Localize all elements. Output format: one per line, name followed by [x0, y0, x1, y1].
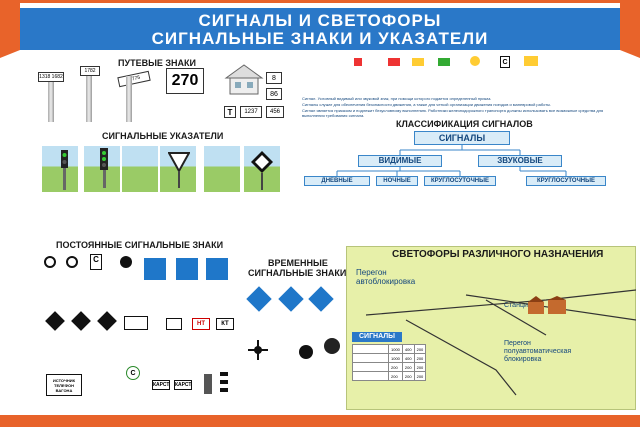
legend-red — [354, 58, 362, 66]
track-post-1-pole — [48, 82, 54, 122]
intro-line3: Сигнал является приказом и подлежит безу… — [302, 108, 604, 118]
t-sign: Т — [224, 106, 236, 118]
track-post-2-pole — [86, 76, 92, 122]
perm-round-sign-1 — [44, 256, 56, 268]
indicator-traffic-light-1 — [61, 150, 68, 190]
temp-sign-3 — [308, 286, 334, 312]
perm-blue-sign-1 — [144, 258, 166, 280]
perm-info-plate: ИСТОЧНИК ТЕЛЕФОН ВАГОНА — [46, 374, 82, 396]
legend-disc — [470, 56, 480, 66]
perm-round-sign-2 — [66, 256, 78, 268]
house-icon — [224, 64, 264, 95]
temp-cross-sign — [248, 340, 268, 360]
perm-black-circle — [120, 256, 132, 268]
map-semi-auto-label: Перегон полуавтоматическая блокировка — [504, 340, 572, 363]
section-temp-signs-line1: ВРЕМЕННЫЕ — [268, 258, 328, 268]
top-stripe — [0, 0, 640, 3]
indicator-tile-3 — [122, 146, 158, 192]
perm-post — [204, 374, 212, 394]
class-night: НОЧНЫЕ — [376, 176, 418, 186]
perm-kart-plate-2: КАРСТ — [174, 380, 192, 390]
perm-kt-plate: КТ — [216, 318, 234, 330]
section-permanent-signs: ПОСТОЯННЫЕ СИГНАЛЬНЫЕ ЗНАКИ — [56, 240, 224, 250]
section-signal-indicators: СИГНАЛЬНЫЕ УКАЗАТЕЛИ — [102, 131, 224, 141]
indicator-diamond-sign — [251, 151, 273, 190]
header-title-line1: СИГНАЛЫ И СВЕТОФОРЫ — [198, 11, 442, 30]
intro-line2: Сигналы служат для обеспечения безопасно… — [302, 102, 552, 107]
class-audible: ЗВУКОВЫЕ — [478, 155, 562, 167]
map-auto-block-label: Перегон автоблокировка — [356, 268, 416, 286]
perm-plate-blank — [166, 318, 182, 330]
legend-c: С — [500, 56, 510, 68]
perm-end-plate — [124, 316, 148, 330]
legend-flag-red — [388, 58, 400, 66]
section-classification: КЛАССИФИКАЦИЯ СИГНАЛОВ — [396, 119, 533, 129]
header-banner: СИГНАЛЫ И СВЕТОФОРЫ СИГНАЛЬНЫЕ ЗНАКИ И У… — [6, 8, 634, 50]
track-post-3: 8 775 — [117, 70, 151, 88]
perm-blue-sign-3 — [206, 258, 228, 280]
map-station-label: Станция — [504, 302, 532, 309]
perm-nt-plate: НТ — [192, 318, 210, 330]
legend-flag-yellow — [412, 58, 424, 66]
track-post-3-pole — [126, 76, 132, 122]
legend-rect — [524, 56, 538, 66]
section-traffic-lights: СВЕТОФОРЫ РАЗЛИЧНОГО НАЗНАЧЕНИЯ — [392, 249, 604, 260]
temp-sign-2 — [278, 286, 304, 312]
perm-diamond-2 — [71, 311, 91, 331]
traffic-lights-panel — [346, 246, 636, 410]
track-post-2: 1782 — [80, 66, 100, 76]
ribbon-right — [620, 0, 640, 58]
plate-sign-b: 456 — [266, 106, 284, 118]
section-temp-signs-line2: СИГНАЛЬНЫЕ ЗНАКИ — [248, 268, 347, 278]
perm-striped-post — [220, 372, 228, 394]
km-sign-8: 8 — [266, 72, 282, 84]
perm-blue-sign-2 — [176, 258, 198, 280]
indicator-tile-1 — [42, 146, 78, 192]
speed-sign: 270 — [166, 68, 204, 94]
indicator-traffic-light-2 — [100, 148, 108, 188]
bottom-stripe — [0, 415, 640, 427]
class-round-clock: КРУГЛОСУТОЧНЫЕ — [424, 176, 496, 186]
intro-line1: Сигнал. Условный видимый или звуковой зн… — [302, 96, 492, 101]
perm-c-green-sign: С — [126, 366, 140, 380]
perm-c-sign: С — [90, 254, 102, 270]
map-station-buildings — [528, 296, 566, 314]
km-sign-86: 86 — [266, 88, 282, 100]
temp-sign-1 — [246, 286, 272, 312]
table-header: СИГНАЛЫ — [352, 332, 402, 342]
plate-sign: 1237 — [240, 106, 262, 118]
section-track-signs: ПУТЕВЫЕ ЗНАКИ — [118, 58, 196, 68]
perm-diamond-3 — [97, 311, 117, 331]
class-root: СИГНАЛЫ — [414, 131, 510, 145]
perm-diamond-1 — [45, 311, 65, 331]
indicator-yield-triangle — [168, 152, 190, 188]
ribbon-left — [0, 0, 20, 58]
temp-lamp-sign — [299, 345, 313, 359]
indicator-tile-5 — [204, 146, 240, 192]
class-visible: ВИДИМЫЕ — [358, 155, 442, 167]
header-title-line2: СИГНАЛЬНЫЕ ЗНАКИ И УКАЗАТЕЛИ — [151, 29, 489, 48]
class-round-clock-audible: КРУГЛОСУТОЧНЫЕ — [526, 176, 606, 186]
perm-kart-plate: КАРСТ — [152, 380, 170, 390]
class-connectors — [336, 145, 567, 176]
temp-dots-sign — [324, 338, 340, 354]
legend-flag-green — [438, 58, 450, 66]
class-day: ДНЕВНЫЕ — [304, 176, 370, 186]
track-post-1: 1318 1682 — [38, 72, 64, 82]
